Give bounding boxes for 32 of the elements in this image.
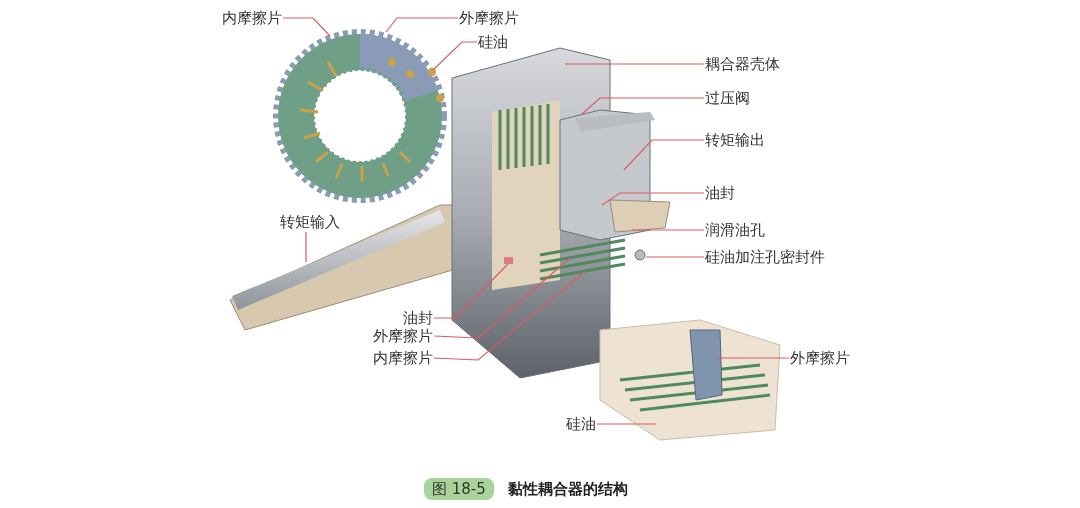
part-label: 内摩擦片	[373, 349, 433, 367]
part-label: 润滑油孔	[705, 221, 765, 239]
part-label: 内摩擦片	[222, 9, 282, 27]
part-label: 硅油	[478, 33, 508, 51]
part-label: 油封	[403, 309, 433, 327]
part-label: 硅油	[566, 415, 596, 433]
leader-line	[385, 17, 459, 33]
leader-line	[433, 263, 509, 319]
leader-line	[601, 192, 705, 206]
part-label: 外摩擦片	[373, 327, 433, 345]
part-label: 耦合器壳体	[705, 55, 780, 73]
leader-line	[433, 271, 585, 361]
part-label: 油封	[705, 184, 735, 202]
part-label: 过压阀	[705, 89, 750, 107]
part-label: 外摩擦片	[790, 349, 850, 367]
part-label: 转矩输出	[705, 131, 765, 149]
leader-line	[282, 17, 331, 37]
leader-line	[581, 97, 705, 115]
leader-line	[433, 257, 571, 339]
leader-line	[645, 256, 705, 258]
part-label: 硅油加注孔密封件	[705, 248, 825, 266]
part-label: 转矩输入	[280, 213, 340, 231]
leader-line	[564, 63, 705, 65]
part-label: 外摩擦片	[459, 9, 519, 27]
leader-line	[715, 357, 790, 359]
leader-line	[631, 229, 705, 231]
figure-caption: 黏性耦合器的结构	[508, 479, 628, 499]
leader-line	[596, 423, 657, 425]
leader-line	[305, 231, 307, 263]
figure-number-badge: 图 18-5	[424, 478, 494, 500]
leader-line	[623, 139, 705, 171]
leader-line	[432, 41, 478, 71]
